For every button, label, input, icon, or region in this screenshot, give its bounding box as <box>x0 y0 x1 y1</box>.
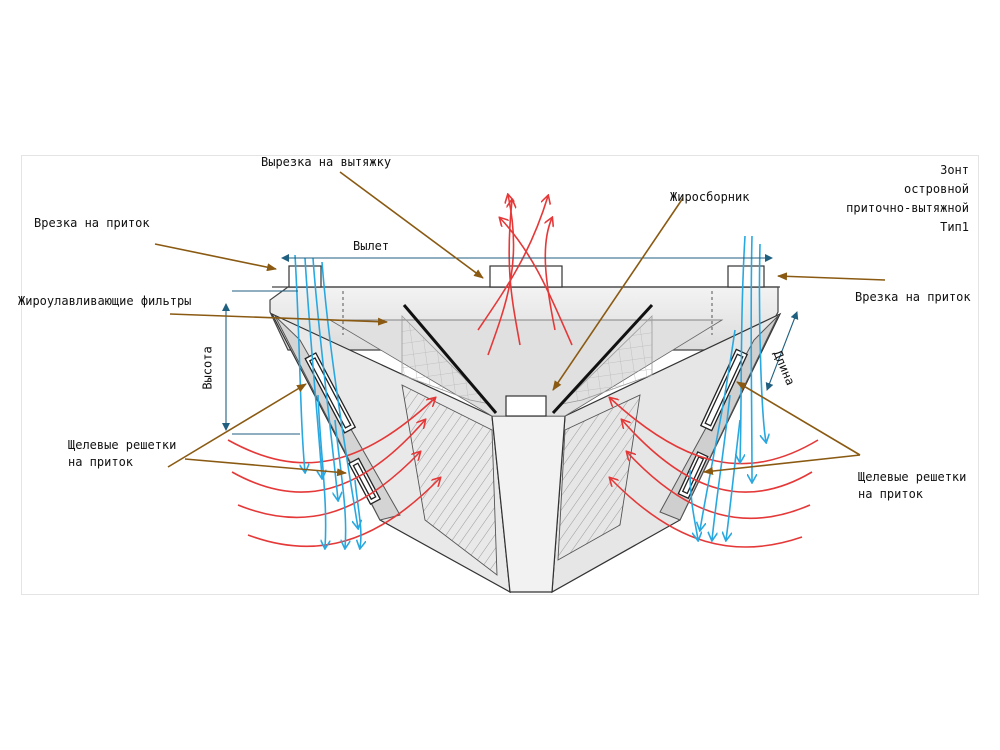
duct-stubs <box>288 265 765 288</box>
label-exhaust-cutout: Вырезка на вытяжку <box>261 155 392 169</box>
exhaust-air-flows <box>227 195 819 548</box>
title-line-4: Тип1 <box>940 220 969 234</box>
supply-air-flows <box>294 235 766 548</box>
callout-arrows <box>154 171 886 477</box>
label-grease-filters: Жироулавливающие фильтры <box>18 294 192 308</box>
label-supply-inlet-right: Врезка на приток <box>855 290 971 304</box>
grease-filters <box>401 303 654 415</box>
title-line-3: приточно-вытяжной <box>846 201 969 215</box>
dashed-seams <box>342 291 713 335</box>
title-line-1: Зонт <box>940 163 969 177</box>
label-grease-collector: Жиросборник <box>670 190 750 204</box>
label-slot-grilles-right: Щелевые решетки на приток <box>858 470 967 501</box>
diagram-frame <box>21 155 979 595</box>
label-supply-inlet-left: Врезка на приток <box>34 216 150 230</box>
dimension-height-label: Высота <box>200 346 215 390</box>
hatched-panels <box>401 384 641 576</box>
hood-body <box>270 312 782 594</box>
diagram-title: Зонт островной приточно-вытяжной Тип1 <box>846 161 969 237</box>
dimension-lines <box>222 254 799 435</box>
dimension-overhang-label: Вылет <box>353 239 390 253</box>
title-line-2: островной <box>903 182 969 196</box>
label-slot-grilles-left: Щелевые решетки на приток <box>68 438 177 469</box>
grease-collector-box <box>505 395 547 417</box>
